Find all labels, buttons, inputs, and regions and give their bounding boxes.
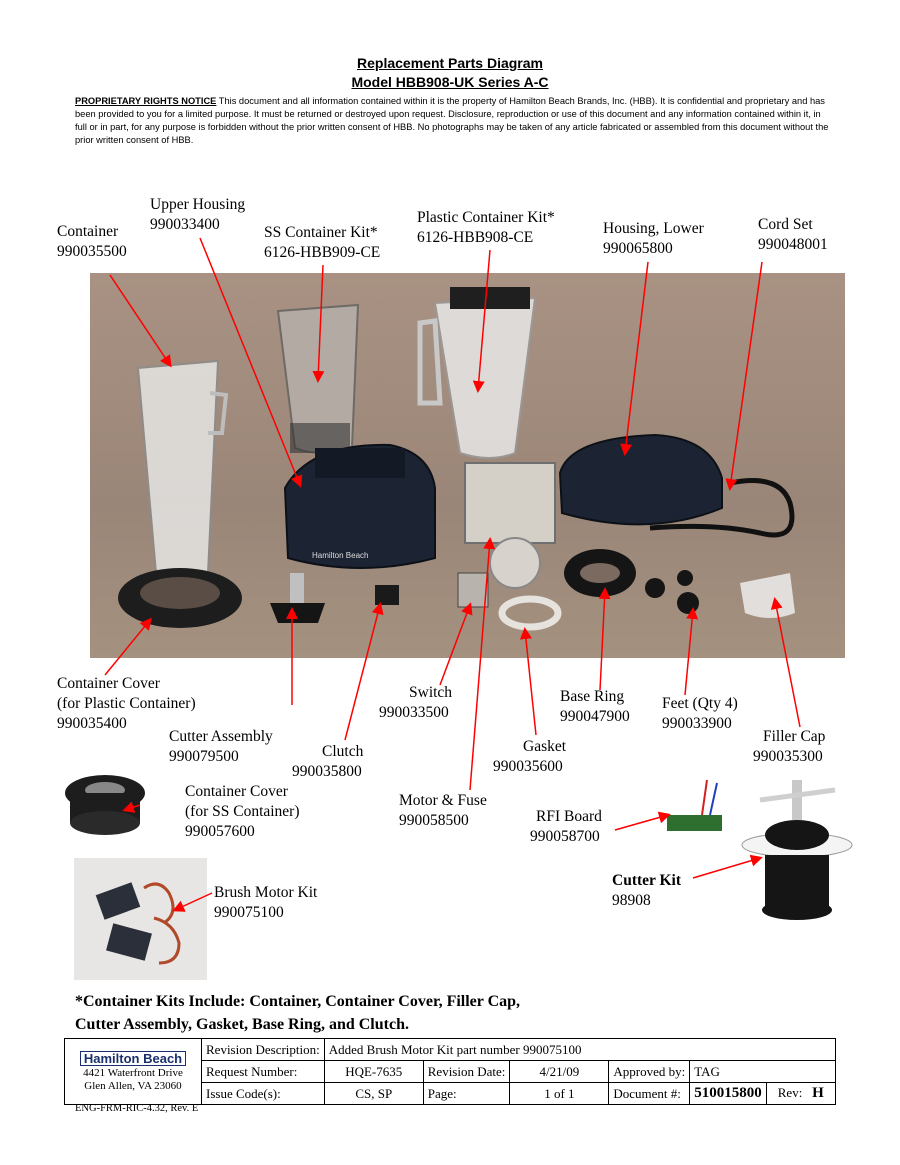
rev-date-value: 4/21/09 — [509, 1060, 610, 1083]
model-title: Model HBB908-UK Series A-C — [351, 74, 549, 90]
kit-footnote: *Container Kits Include: Container, Cont… — [75, 993, 521, 1033]
proprietary-notice: PROPRIETARY RIGHTS NOTICE This document … — [75, 95, 835, 147]
approved-label: Approved by: — [608, 1060, 691, 1083]
address-line1: 4421 Waterfront Drive — [83, 1066, 183, 1079]
label-plastic-container-kit: Plastic Container Kit*6126-HBB908-CE — [417, 209, 555, 246]
cutter-kit-photo — [740, 770, 855, 930]
parts-photo-drawing — [118, 287, 795, 631]
company-cell: Hamilton Beach 4421 Waterfront Drive Gle… — [64, 1038, 202, 1105]
page-label: Page: — [422, 1082, 511, 1105]
doc-label: Document #: — [608, 1082, 691, 1105]
rev-value: H — [812, 1085, 824, 1101]
rfi-board-photo — [662, 775, 732, 845]
doc-value: 510015800 — [689, 1082, 767, 1105]
company-logo: Hamilton Beach — [79, 1050, 187, 1066]
rev-cell: Rev: H — [765, 1082, 836, 1105]
doc-title: Replacement Parts Diagram — [357, 55, 543, 71]
cutter-kit-drawing — [741, 780, 853, 920]
rev-desc-label: Revision Description: — [201, 1038, 325, 1061]
parts-photo: Hamilton Beach — [90, 273, 845, 658]
label-ss-container-kit: SS Container Kit*6126-HBB909-CE — [264, 224, 381, 261]
brush-kit-drawing — [95, 882, 181, 965]
rfi-board-drawing — [667, 779, 722, 831]
notice-body: This document and all information contai… — [75, 96, 829, 145]
form-id: ENG-FRM-RIC-4.32, Rev. E — [75, 1103, 199, 1114]
rev-label: Rev: — [777, 1085, 803, 1100]
brush-kit-photo — [74, 858, 207, 980]
title-block: Hamilton Beach 4421 Waterfront Drive Gle… — [64, 1038, 836, 1105]
request-value: HQE-7635 — [323, 1060, 424, 1083]
notice-heading: PROPRIETARY RIGHTS NOTICE — [75, 96, 217, 106]
page-value: 1 of 1 — [509, 1082, 610, 1105]
issue-value: CS, SP — [323, 1082, 424, 1105]
label-feet: Feet (Qty 4)990033900 — [662, 695, 738, 732]
request-label: Request Number: — [201, 1060, 325, 1083]
approved-value: TAG — [689, 1060, 836, 1083]
issue-label: Issue Code(s): — [201, 1082, 325, 1105]
address-line2: Glen Allen, VA 23060 — [84, 1079, 182, 1092]
label-cover-plastic: Container Cover(for Plastic Container)99… — [57, 675, 196, 732]
base-brand-label: Hamilton Beach — [312, 551, 369, 560]
rev-date-label: Revision Date: — [422, 1060, 511, 1083]
rev-desc-value: Added Brush Motor Kit part number 990075… — [323, 1038, 836, 1061]
label-cover-ss: Container Cover(for SS Container)9900576… — [185, 783, 300, 840]
